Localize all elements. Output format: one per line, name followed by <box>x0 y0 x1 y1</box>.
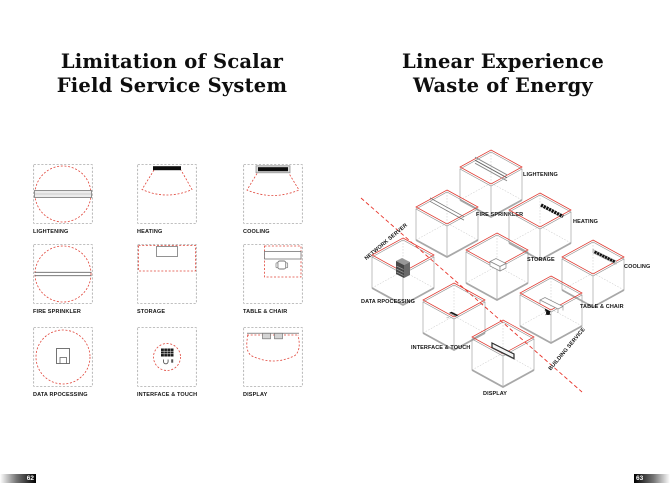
screen-icon <box>491 342 515 360</box>
cube-label-storage: STORAGE <box>527 257 555 263</box>
sprinkler-pipe-icon <box>34 271 92 277</box>
cell-boundary <box>33 327 93 387</box>
cell-label: TABLE & CHAIR <box>243 309 288 315</box>
left-title-line1: Limitation of Scalar <box>60 50 284 73</box>
ceiling-light-icon <box>34 190 92 198</box>
service-radius <box>35 329 91 385</box>
cell-label: HEATING <box>137 229 163 235</box>
cell-storage: STORAGE <box>137 244 197 315</box>
cube-cooling <box>561 239 625 309</box>
storage-box-icon <box>156 246 178 257</box>
heater-icon <box>153 166 181 171</box>
sprinkler-pipe-icon <box>429 197 465 221</box>
cell-boundary <box>243 164 303 224</box>
service-fan <box>246 334 300 362</box>
page-number-right: 63 <box>634 474 670 483</box>
ceiling-light-icon <box>474 156 508 182</box>
cell-boundary <box>137 327 197 387</box>
cell-label: LIGHTENING <box>33 229 69 235</box>
cube-display <box>471 319 535 389</box>
cell-boundary <box>243 327 303 387</box>
cube-heating <box>508 192 572 262</box>
cube-fire-sprinkler <box>415 189 479 259</box>
server-stack-icon <box>396 258 410 278</box>
keypad-icon <box>161 348 174 357</box>
cell-cooling: COOLING <box>243 164 303 235</box>
touchpad-icon <box>446 311 459 319</box>
cell-data-processing: DATA RPOCESSING <box>33 327 93 398</box>
cube-label-data-processing: DATA RPOCESSING <box>361 299 415 305</box>
cell-boundary <box>33 244 93 304</box>
network-server-label: NETWORK SERVER <box>364 223 409 262</box>
cell-label: DISPLAY <box>243 392 268 398</box>
cell-boundary <box>33 164 93 224</box>
isometric-diagram: LIGHTENING FIRE SPRINKLER HEATING STORAGE… <box>360 149 650 397</box>
cube-label-fire-sprinkler: FIRE SPRINKLER <box>476 212 523 218</box>
page-number-left: 62 <box>0 474 36 483</box>
cube-data-processing <box>371 237 435 307</box>
service-zone <box>138 245 196 272</box>
cell-table-chair: TABLE & CHAIR <box>243 244 303 315</box>
cube-lattice: LIGHTENING FIRE SPRINKLER HEATING STORAGE… <box>361 149 650 397</box>
service-fan <box>246 173 300 196</box>
heater-icon <box>540 203 564 219</box>
right-title-line2: Waste of Energy <box>413 74 593 97</box>
right-title-line1: Linear Experience <box>402 50 604 73</box>
right-page-title: Linear Experience Waste of Energy <box>380 50 626 98</box>
cell-label: COOLING <box>243 229 270 235</box>
table-chair-icon <box>539 297 564 316</box>
service-radius <box>34 245 92 303</box>
storage-box-icon <box>489 258 507 272</box>
projector-icon <box>247 332 299 340</box>
cell-label: STORAGE <box>137 309 166 315</box>
cube-label-table-chair: TABLE & CHAIR <box>580 304 624 310</box>
cube-label-display: DISPLAY <box>483 391 507 397</box>
table-icon <box>264 251 302 260</box>
service-radius <box>153 343 181 371</box>
cell-display: DISPLAY <box>243 327 303 398</box>
ac-unit-icon <box>255 165 291 174</box>
cube-storage <box>465 232 529 302</box>
cell-boundary <box>137 164 197 224</box>
cell-boundary <box>137 244 197 304</box>
touch-hand-icon <box>163 359 174 365</box>
chair-icon <box>275 260 289 270</box>
cube-interface-touch <box>422 282 486 352</box>
server-icon <box>56 348 70 364</box>
cell-boundary <box>243 244 303 304</box>
cube-table-chair <box>519 275 583 345</box>
left-title-line2: Field Service System <box>56 74 288 97</box>
cube-lightening <box>459 149 523 219</box>
cube-label-cooling: COOLING <box>624 264 650 270</box>
cell-label: INTERFACE & TOUCH <box>137 392 198 398</box>
cell-label: FIRE SPRINKLER <box>33 309 81 315</box>
cube-label-interface-touch: INTERFACE & TOUCH <box>411 345 470 351</box>
cell-label: DATA RPOCESSING <box>33 392 88 398</box>
service-fan <box>141 169 193 196</box>
service-zone <box>264 245 302 278</box>
cell-heating: HEATING <box>137 164 197 235</box>
cube-label-lightening: LIGHTENING <box>523 172 558 178</box>
left-page-title: Limitation of Scalar Field Service Syste… <box>40 50 304 98</box>
cell-interface-touch: INTERFACE & TOUCH <box>137 327 197 398</box>
cell-lightening: LIGHTENING <box>33 164 93 235</box>
building-service-line <box>360 197 583 393</box>
cell-fire-sprinkler: FIRE SPRINKLER <box>33 244 93 315</box>
ac-unit-icon <box>592 249 617 265</box>
cube-label-heating: HEATING <box>573 219 598 225</box>
